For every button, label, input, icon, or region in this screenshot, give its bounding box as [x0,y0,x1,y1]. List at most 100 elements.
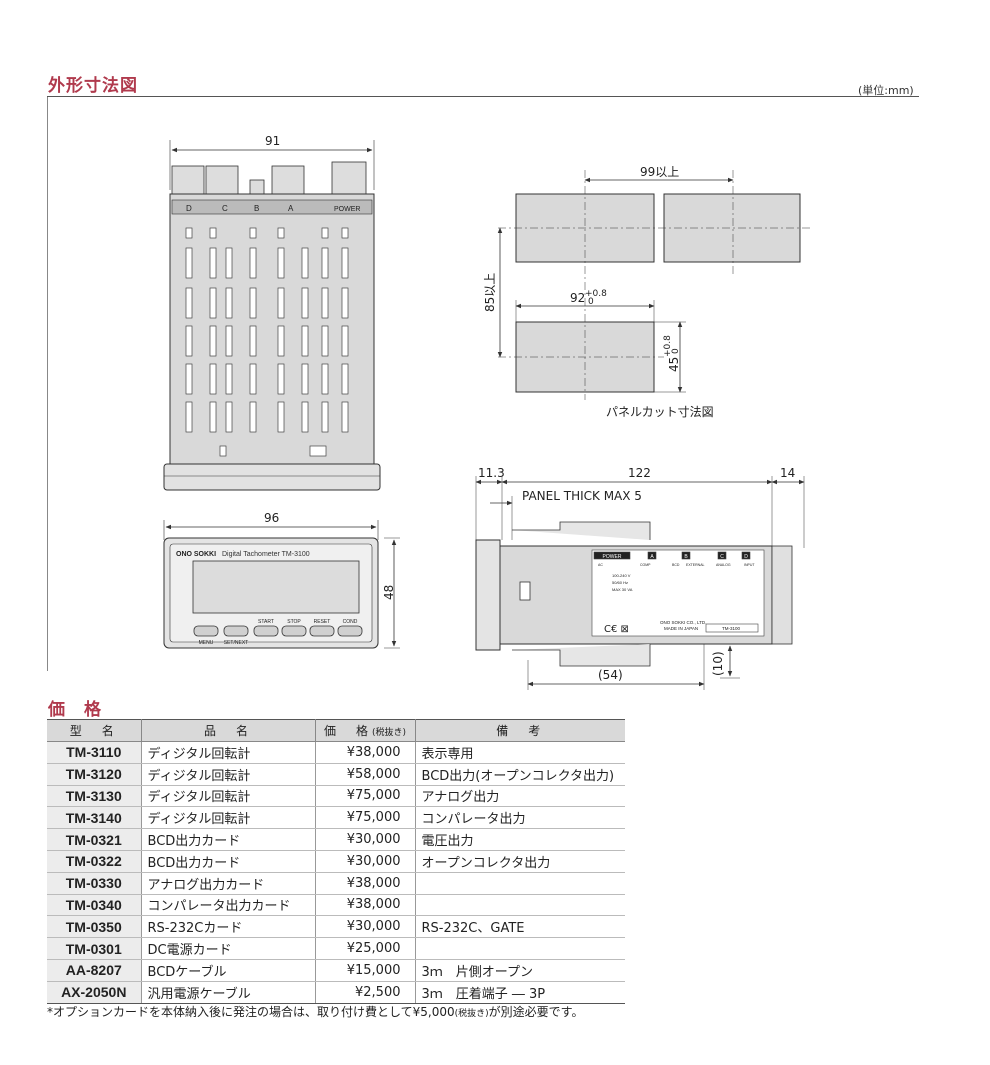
vent-slot [321,287,329,319]
side-label-text: MADE IN JAPAN [664,626,698,631]
header-price-tax: (税抜き) [371,728,407,738]
vent-slot [321,401,329,433]
side-label-text: ANALOG [716,563,731,567]
dim-front-height: 48 [382,585,396,600]
cell-remarks: 3ｍ 片側オープン [415,959,625,982]
vent-slot [341,363,349,395]
front-button [193,625,219,637]
cell-model: AX-2050N [47,981,142,1004]
footnote-text-post: が別途必要です。 [488,1005,584,1019]
cell-remarks [415,894,625,917]
front-button-label: STOP [287,619,301,625]
cell-remarks [415,937,625,960]
cell-model: TM-0330 [47,872,142,895]
cell-remarks: RS-232C、GATE [415,915,625,939]
vent-slot [209,287,217,319]
ce-mark: C€ ⊠ [604,624,629,635]
cell-remarks [415,872,625,895]
vent-slot [301,247,309,279]
side-label-text: 100-240 V [612,573,631,578]
vent-slot [225,287,233,319]
side-label-text: AC [598,563,603,567]
side-label-text: INPUT [744,563,755,567]
cell-model: TM-3120 [47,763,142,786]
dim-cutout-h-tol-plus: +0.8 [663,335,673,357]
dim-side-rear: 14 [780,466,795,480]
vent-slot-small [341,227,349,239]
front-model-text: Digital Tachometer TM-3100 [222,551,310,558]
left-rule [47,97,48,671]
vent-slot-small [321,227,329,239]
cell-model: AA-8207 [47,959,142,982]
connector-label: A [288,204,294,213]
front-button [309,625,335,637]
vent-slot [209,401,217,433]
front-brand: ONO SOKKI [176,551,216,558]
vent-slot [277,363,285,395]
vent-slots [185,227,349,457]
vent-slot-small [277,227,285,239]
cell-price: ¥38,000 [315,741,416,764]
side-label-text: D [744,554,748,560]
dim-top-width: 91 [265,134,280,148]
side-label-text: 50/60 Hz [612,580,628,585]
vent-slot [225,363,233,395]
vent-slot [185,325,193,357]
cell-price: ¥30,000 [315,828,416,851]
vent-slot [249,247,257,279]
cell-name: ディジタル回転計 [141,785,316,808]
footnote-text-pre: *オプションカードを本体納入後に発注の場合は、取り付け費として¥5,000 [47,1005,455,1019]
vent-slot-small [309,445,327,457]
header-model: 型 名 [47,719,142,742]
vent-slot [301,325,309,357]
vent-slot [225,401,233,433]
vent-slot [249,401,257,433]
dim-cutout-pitch-v: 85以上 [483,273,497,312]
front-button [223,625,249,637]
cell-remarks: 3ｍ 圧着端子 ― 3P [415,981,625,1004]
vent-slot [341,401,349,433]
panel-cut-caption: パネルカット寸法図 [606,405,714,419]
price-footnote: *オプションカードを本体納入後に発注の場合は、取り付け費として¥5,000(税抜… [47,1003,583,1020]
cell-model: TM-3140 [47,806,142,830]
cell-price: ¥38,000 [315,894,416,917]
vent-slot [209,247,217,279]
panel-thick-label: PANEL THICK MAX 5 [522,489,642,503]
front-button-label: MENU [199,640,214,646]
cell-remarks: 表示専用 [415,741,625,764]
side-label-text: ONO SOKKI CO., LTD. [660,620,706,625]
cell-price: ¥75,000 [315,806,416,830]
connector-label: D [186,204,192,213]
side-label-text: COMP [640,563,651,567]
front-button-label: RESET [314,619,331,625]
cell-price: ¥15,000 [315,959,416,982]
vent-slot [301,363,309,395]
vent-slot [249,363,257,395]
dim-front-width: 96 [264,511,279,525]
vent-slot [301,401,309,433]
footnote-tax: (税抜き) [454,1009,489,1019]
vent-slot [185,247,193,279]
cell-name: ディジタル回転計 [141,806,316,830]
cell-remarks: BCD出力(オープンコレクタ出力) [415,763,625,786]
price-table-header: 型 名 品 名 価 格(税抜き) 備 考 [47,719,625,742]
side-label-text: TM-3100 [722,626,741,631]
cell-name: ディジタル回転計 [141,763,316,786]
dim-cutout-w-tol-zero: 0 [588,297,594,307]
connector-label: B [254,204,259,213]
connector-label: POWER [334,206,360,213]
front-button [337,625,363,637]
cell-model: TM-3110 [47,741,142,764]
vent-slot [277,287,285,319]
unit-note: (単位:mm) [858,84,914,97]
